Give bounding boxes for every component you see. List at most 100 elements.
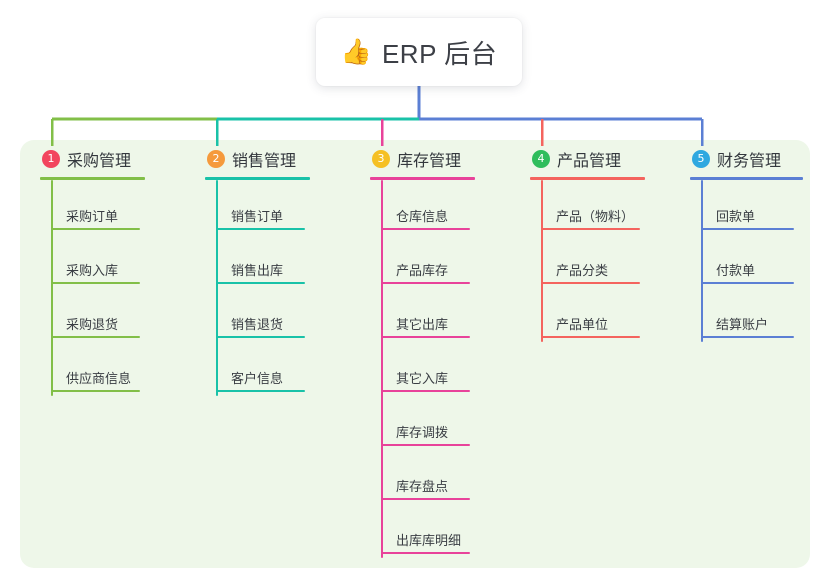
menu-item-underline xyxy=(382,282,470,284)
branch-badge-1: 1 xyxy=(42,150,60,168)
branch-items-5: 回款单付款单结算账户 xyxy=(690,180,806,342)
menu-item[interactable]: 产品单位 xyxy=(530,288,646,342)
branch-underline-1 xyxy=(40,177,145,180)
menu-item[interactable]: 产品库存 xyxy=(370,234,478,288)
branch-title-3: 库存管理 xyxy=(397,153,462,170)
branch-items-1: 采购订单采购入库采购退货供应商信息 xyxy=(40,180,148,396)
menu-item[interactable]: 销售订单 xyxy=(205,180,313,234)
menu-item-label: 产品（物料） xyxy=(556,209,635,224)
menu-item-underline xyxy=(382,228,470,230)
menu-item-underline xyxy=(382,336,470,338)
menu-item-underline xyxy=(217,390,305,392)
branch-badge-3: 3 xyxy=(372,150,390,168)
menu-item-underline xyxy=(382,444,470,446)
menu-item[interactable]: 其它入库 xyxy=(370,342,478,396)
menu-item-label: 库存调拨 xyxy=(396,425,449,440)
branch-column-4: 4 产品管理产品（物料） 产品分类产品单位 xyxy=(530,146,646,342)
menu-item-underline xyxy=(702,228,794,230)
menu-item[interactable]: 产品（物料） xyxy=(530,180,646,234)
menu-item-label: 付款单 xyxy=(716,263,756,278)
menu-item[interactable]: 产品分类 xyxy=(530,234,646,288)
menu-item[interactable]: 采购订单 xyxy=(40,180,148,234)
menu-item[interactable]: 库存盘点 xyxy=(370,450,478,504)
menu-item[interactable]: 采购入库 xyxy=(40,234,148,288)
menu-item-underline xyxy=(52,282,140,284)
menu-item-label: 采购退货 xyxy=(66,317,119,332)
menu-item-underline xyxy=(217,282,305,284)
branch-badge-5: 5 xyxy=(692,150,710,168)
menu-item-underline xyxy=(52,228,140,230)
menu-item[interactable]: 客户信息 xyxy=(205,342,313,396)
branch-items-3: 仓库信息产品库存其它出库其它入库库存调拨库存盘点出库库明细 xyxy=(370,180,478,558)
menu-item-label: 仓库信息 xyxy=(396,209,449,224)
branch-header-1[interactable]: 1 采购管理 xyxy=(40,146,148,172)
branch-column-5: 5 财务管理回款单付款单结算账户 xyxy=(690,146,806,342)
branch-title-4: 产品管理 xyxy=(557,153,622,170)
menu-item-label: 产品单位 xyxy=(556,317,609,332)
branch-spine-1 xyxy=(51,180,53,396)
menu-item-label: 销售退货 xyxy=(231,317,284,332)
menu-item-underline xyxy=(702,336,794,338)
menu-item-underline xyxy=(382,498,470,500)
branch-column-3: 3 库存管理仓库信息产品库存其它出库其它入库库存调拨库存盘点出库库明细 xyxy=(370,146,478,558)
menu-item-underline xyxy=(52,390,140,392)
branch-column-2: 2 销售管理销售订单销售出库销售退货客户信息 xyxy=(205,146,313,396)
menu-item-underline xyxy=(217,336,305,338)
menu-item-label: 回款单 xyxy=(716,209,756,224)
menu-item[interactable]: 库存调拨 xyxy=(370,396,478,450)
menu-item-label: 供应商信息 xyxy=(66,371,132,386)
menu-item-label: 库存盘点 xyxy=(396,479,449,494)
menu-item-underline xyxy=(52,336,140,338)
branch-spine-3 xyxy=(381,180,383,558)
branch-items-2: 销售订单销售出库销售退货客户信息 xyxy=(205,180,313,396)
branch-spine-5 xyxy=(701,180,703,342)
menu-item-underline xyxy=(542,282,640,284)
branch-header-5[interactable]: 5 财务管理 xyxy=(690,146,806,172)
menu-item[interactable]: 出库库明细 xyxy=(370,504,478,558)
branch-underline-2 xyxy=(205,177,310,180)
menu-item[interactable]: 采购退货 xyxy=(40,288,148,342)
menu-item-underline xyxy=(702,282,794,284)
menu-item-label: 客户信息 xyxy=(231,371,284,386)
menu-item-label: 结算账户 xyxy=(716,317,769,332)
menu-item[interactable]: 其它出库 xyxy=(370,288,478,342)
thumbs-up-emoji: 👍 xyxy=(340,37,372,66)
branch-underline-3 xyxy=(370,177,475,180)
menu-item-label: 出库库明细 xyxy=(396,533,462,548)
branch-header-3[interactable]: 3 库存管理 xyxy=(370,146,478,172)
menu-item-label: 采购订单 xyxy=(66,209,119,224)
branch-items-4: 产品（物料） 产品分类产品单位 xyxy=(530,180,646,342)
branch-title-2: 销售管理 xyxy=(232,153,297,170)
menu-item[interactable]: 销售出库 xyxy=(205,234,313,288)
menu-item[interactable]: 结算账户 xyxy=(690,288,806,342)
menu-item-label: 采购入库 xyxy=(66,263,119,278)
menu-item[interactable]: 回款单 xyxy=(690,180,806,234)
branch-underline-5 xyxy=(690,177,803,180)
root-title: ERP 后台 xyxy=(381,38,498,69)
menu-item-label: 其它入库 xyxy=(396,371,449,386)
branch-header-2[interactable]: 2 销售管理 xyxy=(205,146,313,172)
menu-item[interactable]: 销售退货 xyxy=(205,288,313,342)
menu-item-underline xyxy=(542,228,640,230)
diagram-background-panel xyxy=(20,140,810,568)
branch-underline-4 xyxy=(530,177,645,180)
menu-item-underline xyxy=(217,228,305,230)
menu-item-label: 销售出库 xyxy=(231,263,284,278)
menu-item[interactable]: 仓库信息 xyxy=(370,180,478,234)
menu-item-label: 产品分类 xyxy=(556,263,609,278)
branch-title-5: 财务管理 xyxy=(717,153,782,170)
root-node[interactable]: 👍 ERP 后台 xyxy=(316,18,522,86)
menu-item-label: 其它出库 xyxy=(396,317,449,332)
menu-item-label: 产品库存 xyxy=(396,263,449,278)
branch-badge-2: 2 xyxy=(207,150,225,168)
menu-item-underline xyxy=(542,336,640,338)
branch-header-4[interactable]: 4 产品管理 xyxy=(530,146,646,172)
branch-spine-4 xyxy=(541,180,543,342)
branch-badge-4: 4 xyxy=(532,150,550,168)
menu-item[interactable]: 付款单 xyxy=(690,234,806,288)
branch-title-1: 采购管理 xyxy=(67,153,132,170)
branch-column-1: 1 采购管理采购订单采购入库采购退货供应商信息 xyxy=(40,146,148,396)
branch-spine-2 xyxy=(216,180,218,396)
menu-item[interactable]: 供应商信息 xyxy=(40,342,148,396)
